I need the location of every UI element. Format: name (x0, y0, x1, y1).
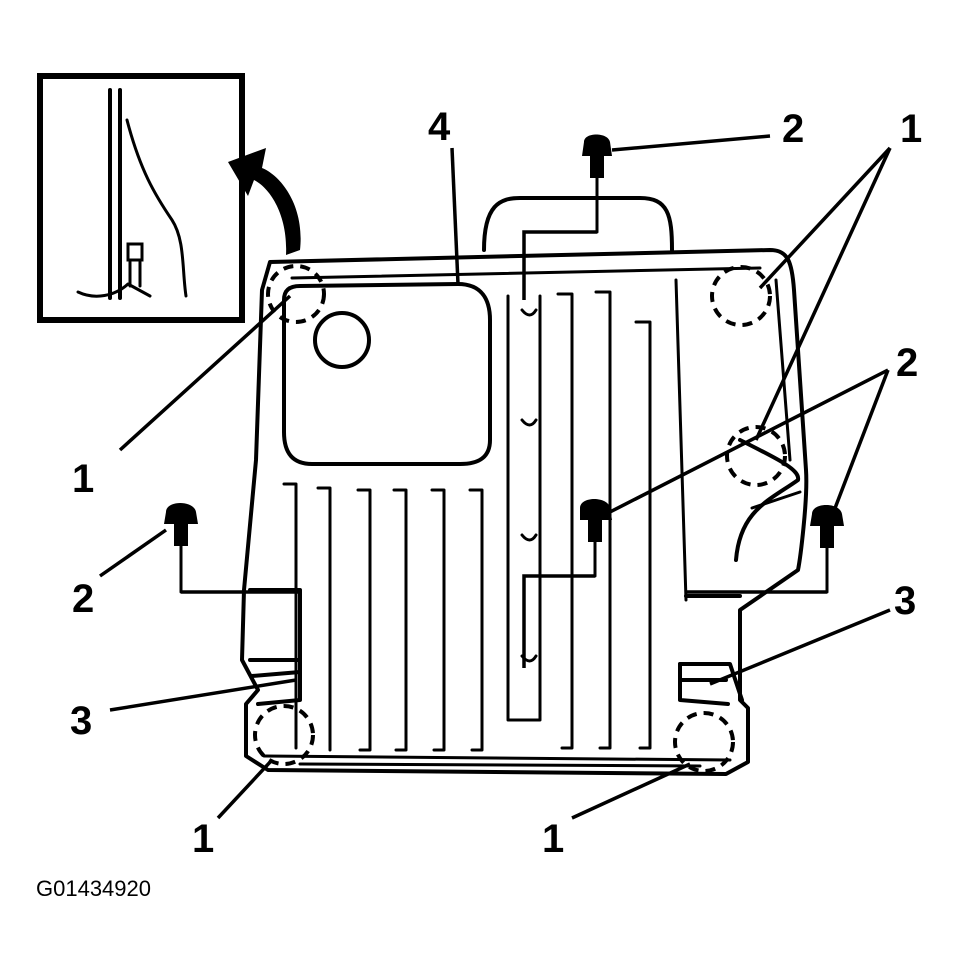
inset-detail (37, 73, 245, 323)
callout-1-top-right: 1 (900, 107, 922, 151)
callout-labels: 4 2 1 2 1 2 3 3 1 1 (70, 105, 922, 861)
bolts (164, 134, 844, 668)
callout-2-right: 2 (896, 341, 918, 385)
mount-point-right-mid (725, 425, 787, 487)
cooling-ribs-left (282, 482, 484, 752)
mount-point-bottom-right (673, 711, 735, 773)
callout-2-left: 2 (72, 577, 94, 621)
bolt-top (522, 134, 612, 300)
bolt-left (164, 503, 300, 594)
item-4-panel (282, 282, 492, 466)
callout-2-top: 2 (782, 107, 804, 151)
mount-points (253, 264, 787, 773)
module-housing (240, 196, 809, 776)
leader-lines (98, 134, 892, 820)
figure-code: G01434920 (36, 876, 151, 901)
mount-point-top-left (266, 264, 326, 324)
callout-3-right: 3 (894, 579, 916, 623)
callout-1-bottom-left: 1 (192, 817, 214, 861)
callout-3-left: 3 (70, 699, 92, 743)
callout-4: 4 (428, 105, 451, 149)
cooling-ribs-right (506, 290, 652, 750)
bolt-center (522, 499, 612, 668)
round-port (313, 311, 371, 369)
left-foot (248, 588, 302, 706)
callout-1-bottom-right: 1 (542, 817, 564, 861)
mount-point-bottom-left (253, 704, 315, 766)
detail-arrow (228, 148, 301, 255)
callout-1-left: 1 (72, 457, 94, 501)
right-foot (678, 594, 744, 706)
mount-point-top-right (710, 265, 772, 327)
bolt-right (686, 505, 844, 594)
